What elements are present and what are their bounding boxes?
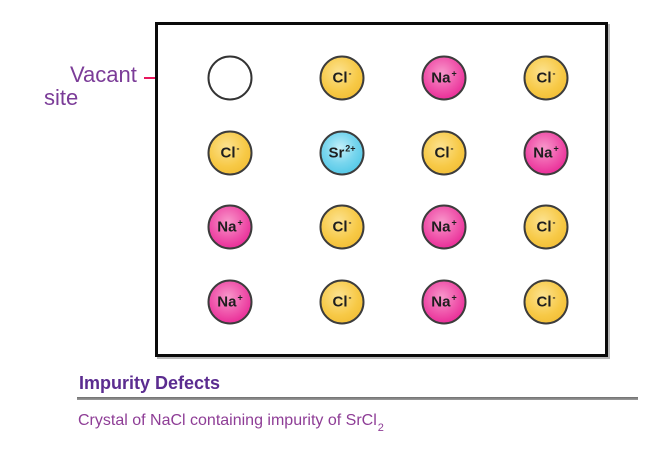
ion-charge: -: [552, 68, 556, 78]
ion-chloride: Cl-: [319, 204, 365, 250]
ion-symbol: Cl: [332, 69, 348, 87]
ion-chloride: Cl-: [319, 55, 365, 101]
vacant-site-label-line2: site: [44, 85, 79, 110]
ion-charge: +: [451, 68, 457, 78]
ion-charge: +: [237, 292, 243, 302]
ion-charge: -: [348, 217, 352, 227]
ion-symbol: Cl: [536, 293, 552, 311]
ion-charge: -: [450, 143, 454, 153]
ion-charge: -: [552, 292, 556, 302]
ion-sodium: Na+: [207, 204, 253, 250]
ion-chloride: Cl-: [523, 55, 569, 101]
ion-symbol: Sr: [328, 144, 345, 162]
ion-charge: -: [236, 143, 240, 153]
ion-symbol: Cl: [220, 144, 236, 162]
ion-charge: +: [451, 292, 457, 302]
ion-symbol: Na: [431, 293, 451, 311]
ion-charge: +: [237, 217, 243, 227]
ion-chloride: Cl-: [421, 130, 467, 176]
ion-chloride: Cl-: [319, 279, 365, 325]
diagram-heading: Impurity Defects: [79, 373, 221, 393]
ion-symbol: Cl: [434, 144, 450, 162]
ion-sodium: Na+: [421, 55, 467, 101]
ion-sodium: Na+: [523, 130, 569, 176]
ion-symbol: Na: [431, 69, 451, 87]
ion-charge: +: [451, 217, 457, 227]
ion-symbol: Cl: [536, 69, 552, 87]
ion-symbol: Cl: [332, 218, 348, 236]
ion-symbol: Na: [431, 218, 451, 236]
ion-sodium: Na+: [421, 279, 467, 325]
ion-symbol: Na: [533, 144, 553, 162]
ion-symbol: Na: [217, 218, 237, 236]
vacant-site-label: Vacant site: [44, 63, 137, 109]
vacant-site-circle: [207, 55, 253, 101]
ion-charge: -: [348, 68, 352, 78]
ion-symbol: Cl: [536, 218, 552, 236]
ion-sodium: Na+: [421, 204, 467, 250]
ion-charge: +: [553, 143, 559, 153]
caption-text: Crystal of NaCl containing impurity of S…: [78, 412, 377, 429]
diagram-caption: Crystal of NaCl containing impurity of S…: [78, 412, 384, 435]
ion-symbol: Cl: [332, 293, 348, 311]
ion-charge: -: [552, 217, 556, 227]
ion-chloride: Cl-: [523, 279, 569, 325]
heading-underline: [77, 397, 638, 400]
ion-chloride: Cl-: [523, 204, 569, 250]
caption-subscript: 2: [377, 422, 384, 435]
ion-chloride: Cl-: [207, 130, 253, 176]
ion-symbol: Na: [217, 293, 237, 311]
ion-sodium: Na+: [207, 279, 253, 325]
ion-charge: 2+: [345, 143, 356, 153]
ion-charge: -: [348, 292, 352, 302]
vacant-site-label-line1: Vacant: [70, 62, 137, 87]
